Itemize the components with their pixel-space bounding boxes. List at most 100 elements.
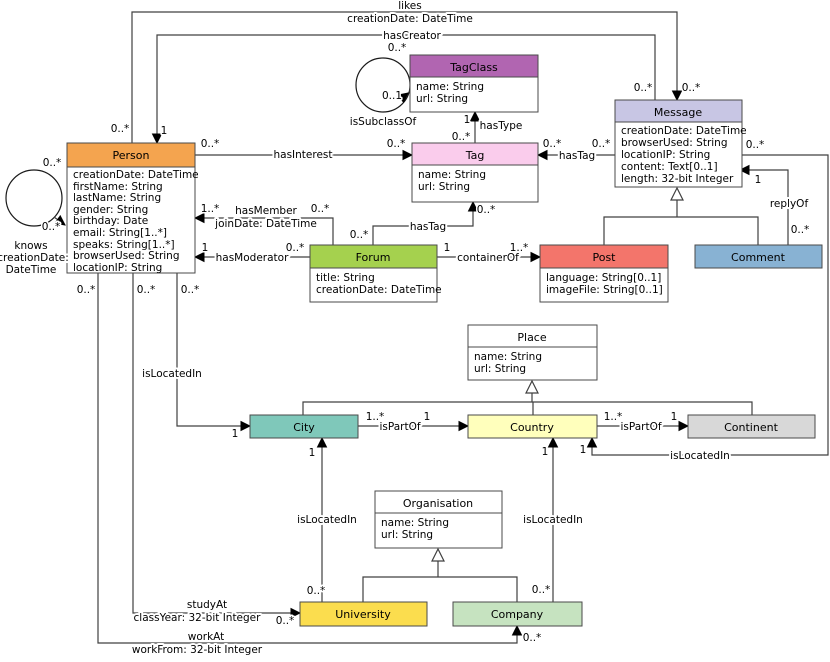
entity-forum-title: Forum [356, 251, 391, 264]
entity-university-title: University [335, 608, 391, 621]
mult-knows-arrow: 0..* [42, 221, 61, 233]
entity-person-attr: browserUsed: String [73, 250, 180, 262]
edge-islocatedin-message [586, 154, 829, 456]
mult-hastag-message-tag: 0..* [543, 138, 562, 150]
edge-label-ispartof-city: isPartOf [379, 421, 420, 433]
entity-post-title: Post [592, 251, 616, 264]
mult-hastag-message-message: 0..* [592, 138, 611, 150]
edge-replyof [738, 164, 789, 245]
entity-continent: Continent [687, 414, 816, 439]
entity-person-attr: gender: String [73, 204, 148, 216]
mult-hasinterest-person: 0..* [201, 138, 220, 150]
entity-country-title: Country [510, 421, 554, 434]
edge-label-hasinterest: hasInterest [273, 149, 332, 161]
entity-tagclass-header [409, 54, 539, 78]
entity-place: Place name: String url: String [467, 324, 598, 381]
knows-self-loop [5, 169, 63, 227]
entity-forum-header [309, 244, 438, 269]
entity-message-attr: browserUsed: String [621, 137, 728, 149]
entity-message-header [614, 99, 743, 123]
mult-replyof-message: 1 [755, 174, 762, 186]
mult-islocatedin-message: 0..* [746, 139, 765, 151]
edge-hascreator [151, 34, 656, 145]
entity-person-header [66, 142, 196, 168]
entity-organisation: Organisation name: String url: String [374, 490, 503, 549]
mult-ispartof-city: 1..* [366, 411, 385, 423]
entity-tagclass-title: TagClass [449, 61, 498, 74]
entity-organisation-title: Organisation [403, 497, 473, 510]
entity-forum-attr: creationDate: DateTime [316, 284, 442, 296]
mult-islocatedin-person-city: 1 [232, 428, 239, 440]
edge-label-workat: workAt [188, 631, 225, 643]
entity-company: Company [452, 601, 583, 627]
mult-islocatedin-company-country: 1 [542, 446, 549, 458]
entity-comment-header [694, 244, 823, 269]
edge-islocatedin-person [176, 273, 252, 432]
edge-label-hasmoderator: hasModerator [216, 252, 289, 264]
edge-label-hastag-message: hasTag [559, 150, 595, 162]
mult-replyof-comment: 0..* [791, 224, 810, 236]
entity-post-attr: imageFile: String[0..1] [546, 284, 663, 296]
mult-hasmember-person: 1..* [201, 203, 220, 215]
entity-place-attr: name: String [474, 351, 542, 363]
entity-person-attr: firstName: String [73, 181, 163, 193]
generalization-organisation-triangle [431, 547, 445, 562]
mult-containerof-forum: 1 [444, 242, 451, 254]
entity-place-header [467, 324, 598, 348]
edge-label-hasmember: hasMember [235, 205, 297, 217]
entity-continent-header [687, 414, 816, 439]
entity-city-title: City [293, 421, 315, 434]
generalization-message-lines [603, 200, 759, 245]
edge-workat [97, 273, 523, 644]
edge-label-islocatedin-message: isLocatedIn [670, 450, 730, 462]
entity-organisation-attr: url: String [381, 529, 433, 541]
edge-knows-arrow [53, 214, 66, 226]
mult-ispartof-country: 1..* [604, 411, 623, 423]
entity-tagclass-attr: url: String [416, 93, 468, 105]
edge-hastag-forum [372, 200, 479, 245]
entity-country-header [467, 414, 598, 439]
entity-place-title: Place [517, 331, 546, 344]
mult-hasmember-forum: 0..* [311, 203, 330, 215]
entity-university: University [299, 601, 428, 627]
mult-workat-person: 0..* [77, 284, 96, 296]
entity-message-attr: length: 32-bit Integer [621, 173, 734, 185]
edge-label-replyof: replyOf [770, 198, 809, 210]
generalization-message-triangle [670, 186, 684, 201]
mult-hasinterest-tag: 0..* [387, 138, 406, 150]
mult-hastype-tagclass: 1 [464, 114, 471, 126]
entity-organisation-header [374, 490, 503, 514]
entity-city: City [249, 414, 359, 439]
edge-label-islocatedin-company: isLocatedIn [523, 514, 583, 526]
mult-hastag-forum-forum: 0..* [350, 229, 369, 241]
generalization-organisation-lines [362, 561, 518, 602]
entity-tag-attr: name: String [418, 169, 486, 181]
edge-label-hastype: hasType [480, 120, 523, 132]
issubclassof-self-loop [355, 57, 411, 113]
entity-post: Post language: String[0..1] imageFile: S… [539, 244, 669, 303]
entity-continent-title: Continent [724, 421, 778, 434]
entity-country: Country [467, 414, 598, 439]
entity-forum: Forum title: String creationDate: DateTi… [309, 244, 442, 303]
entity-company-title: Company [491, 608, 544, 621]
entity-post-header [539, 244, 669, 269]
mult-hascreator-message: 0..* [634, 82, 653, 94]
edge-attr-hasmember: joinDate: DateTime [214, 218, 317, 230]
edge-label-likes: likes [398, 0, 421, 12]
entity-person-attr: email: String[1..*] [73, 227, 167, 239]
mult-containerof-post: 1..* [510, 242, 529, 254]
mult-islocatedin-company: 0..* [532, 584, 551, 596]
edge-label-hascreator: hasCreator [383, 30, 441, 42]
entity-company-header [452, 601, 583, 627]
edge-label-islocatedin-university: isLocatedIn [297, 514, 357, 526]
mult-hastype-tag: 0..* [452, 131, 471, 143]
mult-studyat-person: 0..* [137, 284, 156, 296]
edge-label-islocatedin-person: isLocatedIn [142, 368, 202, 380]
entity-person-attr: speaks: String[1..*] [73, 239, 175, 251]
entity-tag-header [411, 142, 539, 166]
entity-message-title: Message [654, 106, 702, 119]
entity-comment: Comment [694, 244, 823, 269]
entity-university-header [299, 601, 428, 627]
edge-attr-workat: workFrom: 32-bit Integer [132, 644, 263, 656]
